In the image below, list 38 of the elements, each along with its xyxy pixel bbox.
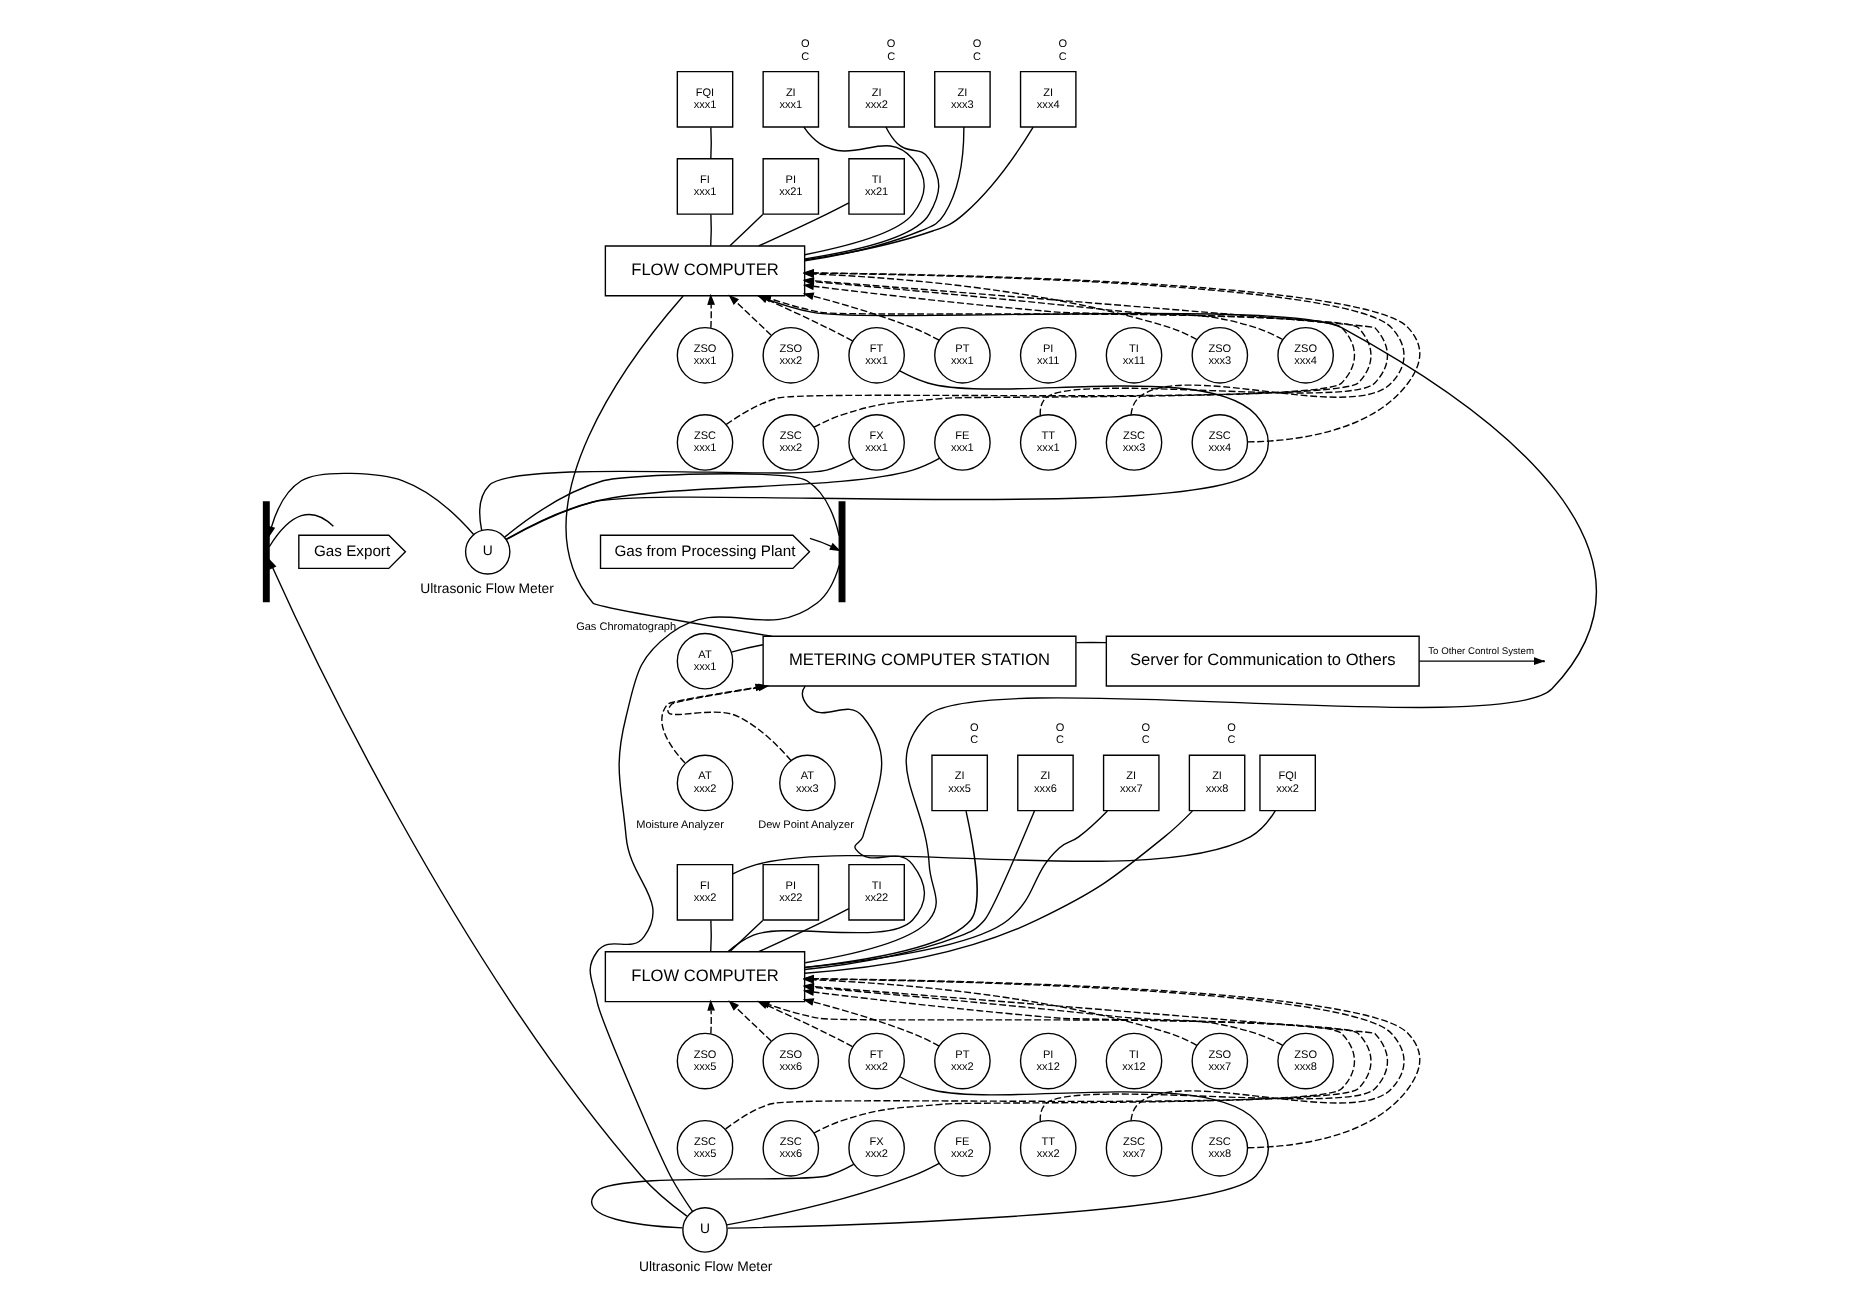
connector: [726, 1162, 940, 1226]
connector: [758, 908, 850, 953]
arrow: [707, 999, 715, 1035]
connector: [804, 810, 1036, 971]
connector: [804, 126, 1034, 261]
connector: [804, 126, 965, 262]
connector: [730, 644, 764, 653]
connector: [804, 810, 1194, 974]
node-box: FLOW COMPUTER: [604, 245, 806, 297]
node-box: Server for Communication to Others: [1105, 635, 1420, 687]
connector: [710, 919, 712, 953]
connector: [729, 213, 764, 247]
arrow: [802, 292, 940, 341]
connector: [505, 370, 1270, 540]
connector: [479, 458, 855, 531]
connector: [710, 126, 712, 159]
connector: [726, 1076, 1269, 1229]
arrow: [268, 557, 688, 1217]
node-bar: [262, 501, 270, 603]
connector: [729, 919, 764, 953]
connector: [732, 810, 1276, 875]
connector: [503, 473, 840, 538]
connector: [591, 1163, 855, 1229]
connector: [1075, 641, 1107, 644]
arrow: [809, 537, 841, 552]
connector: [505, 457, 941, 541]
connector: [589, 564, 840, 1213]
arrow: [1418, 657, 1546, 666]
connector: [268, 513, 335, 548]
arrow: [267, 472, 475, 538]
node-box: FLOW COMPUTER: [604, 951, 806, 1003]
node-box: METERING COMPUTER STATION: [762, 635, 1077, 687]
arrow: [802, 998, 940, 1047]
arrow: [707, 293, 715, 329]
node-bar: [838, 501, 846, 603]
connector: [804, 810, 1109, 969]
connector: [710, 213, 712, 247]
connector: [758, 202, 850, 247]
